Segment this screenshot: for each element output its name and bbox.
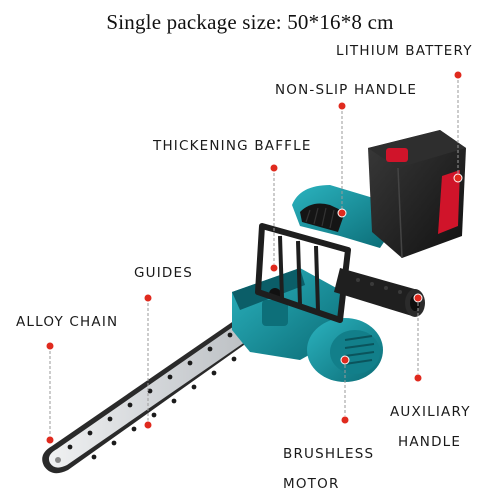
callout-dot-non-slip-handle bbox=[337, 101, 347, 111]
callout-guides: GUIDES bbox=[134, 265, 194, 281]
callout-auxiliary-handle-line1: AUXILIARY bbox=[390, 404, 471, 420]
callout-dot-auxiliary-handle-end bbox=[413, 373, 423, 383]
callout-dot-lithium-battery bbox=[453, 70, 463, 80]
auxiliary-handle bbox=[334, 268, 425, 317]
callout-dot-alloy-chain bbox=[45, 341, 55, 351]
guide-bar bbox=[42, 318, 266, 474]
callout-brushless-motor-line2: MOTOR bbox=[283, 476, 340, 492]
callout-leaders bbox=[49, 75, 459, 440]
callout-alloy-chain: ALLOY CHAIN bbox=[16, 314, 119, 330]
callout-lithium-battery: LITHIUM BATTERY bbox=[336, 43, 473, 59]
callout-dot-lithium-battery-end bbox=[453, 173, 463, 183]
package-size-title: Single package size: 50*16*8 cm bbox=[106, 10, 394, 34]
callout-dot-alloy-chain-end bbox=[45, 435, 55, 445]
callout-auxiliary-handle-line2: HANDLE bbox=[398, 434, 462, 450]
callout-dot-auxiliary-handle bbox=[413, 293, 423, 303]
lithium-battery bbox=[368, 130, 466, 259]
callout-dot-guides-end bbox=[143, 420, 153, 430]
thickening-baffle bbox=[255, 223, 351, 323]
alloy-chain bbox=[67, 332, 257, 460]
callout-dot-brushless-motor bbox=[340, 355, 350, 365]
callout-dots bbox=[45, 70, 463, 445]
callout-dot-brushless-motor-end bbox=[340, 415, 350, 425]
callout-thickening-baffle: THICKENING BAFFLE bbox=[153, 138, 312, 154]
callout-dot-guides bbox=[143, 293, 153, 303]
callout-dot-thickening-baffle-end bbox=[269, 263, 279, 273]
callout-non-slip-handle: NON-SLIP HANDLE bbox=[275, 82, 418, 98]
callout-brushless-motor-line1: BRUSHLESS bbox=[283, 446, 375, 462]
callout-dot-non-slip-handle-end bbox=[337, 208, 347, 218]
callout-dot-thickening-baffle bbox=[269, 163, 279, 173]
